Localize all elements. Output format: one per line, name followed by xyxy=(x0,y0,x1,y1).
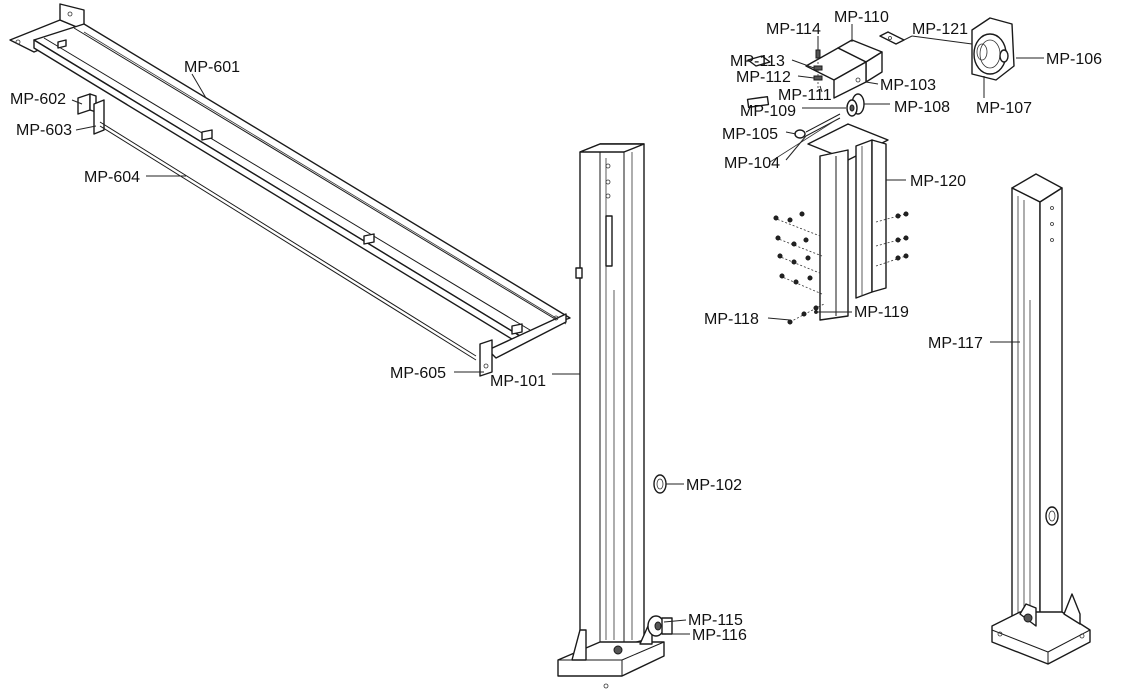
mp118-bolts xyxy=(773,211,825,325)
mp604-rod xyxy=(99,121,477,357)
label-mp119: MP-119 xyxy=(854,304,909,321)
label-mp107: MP-107 xyxy=(976,100,1032,117)
label-mp117: MP-117 xyxy=(928,335,983,352)
mp102-ring xyxy=(653,474,667,494)
label-mp110: MP-110 xyxy=(834,9,889,26)
mp605-bracket xyxy=(479,339,493,377)
label-mp603: MP-603 xyxy=(16,122,72,139)
column-mp117 xyxy=(991,173,1091,665)
label-mp121: MP-121 xyxy=(912,21,968,38)
label-mp118: MP-118 xyxy=(704,311,759,328)
mp115-pulley xyxy=(647,615,673,637)
column-mp117-front xyxy=(1011,187,1041,637)
label-mp605: MP-605 xyxy=(390,365,446,382)
label-mp112: MP-112 xyxy=(736,69,791,86)
mp105-nut xyxy=(794,129,806,139)
mp110-bracket xyxy=(805,39,883,99)
top-beam-assembly xyxy=(9,3,571,377)
label-mp116: MP-116 xyxy=(692,627,747,644)
label-mp105: MP-105 xyxy=(722,126,778,143)
label-mp106: MP-106 xyxy=(1046,51,1102,68)
mp121-plate xyxy=(879,31,905,45)
beam-front-face xyxy=(33,39,521,345)
bolt-stack xyxy=(813,49,823,92)
part-labels: MP-601 MP-602 MP-603 MP-604 MP-605 MP-10… xyxy=(10,9,1102,644)
mp602-block xyxy=(77,93,91,115)
label-mp104: MP-104 xyxy=(724,155,780,172)
label-mp108: MP-108 xyxy=(894,99,950,116)
label-mp115: MP-115 xyxy=(688,612,743,629)
mp113-plate xyxy=(747,55,771,67)
label-mp109: MP-109 xyxy=(740,103,796,120)
column-mp117-side xyxy=(1039,187,1063,637)
label-mp602: MP-602 xyxy=(10,91,66,108)
label-mp604: MP-604 xyxy=(84,169,140,186)
label-mp111: MP-111 xyxy=(778,87,832,104)
beam-right-end-plate xyxy=(487,313,567,359)
leader-lines xyxy=(71,24,1044,635)
label-mp102: MP-102 xyxy=(686,477,742,494)
label-mp120: MP-120 xyxy=(910,173,966,190)
column-mp101 xyxy=(557,143,665,689)
mp120-channel xyxy=(807,123,889,321)
label-mp113: MP-113 xyxy=(730,53,785,70)
label-mp601: MP-601 xyxy=(184,59,240,76)
label-mp103: MP-103 xyxy=(880,77,936,94)
mp104-shaft xyxy=(805,113,841,133)
mp603-bracket xyxy=(93,99,105,135)
label-mp101: MP-101 xyxy=(490,373,546,390)
mp108-pulley xyxy=(846,93,865,117)
mp106-housing xyxy=(971,17,1015,81)
label-mp114: MP-114 xyxy=(766,21,821,38)
mp109-washer-plate xyxy=(746,95,770,109)
